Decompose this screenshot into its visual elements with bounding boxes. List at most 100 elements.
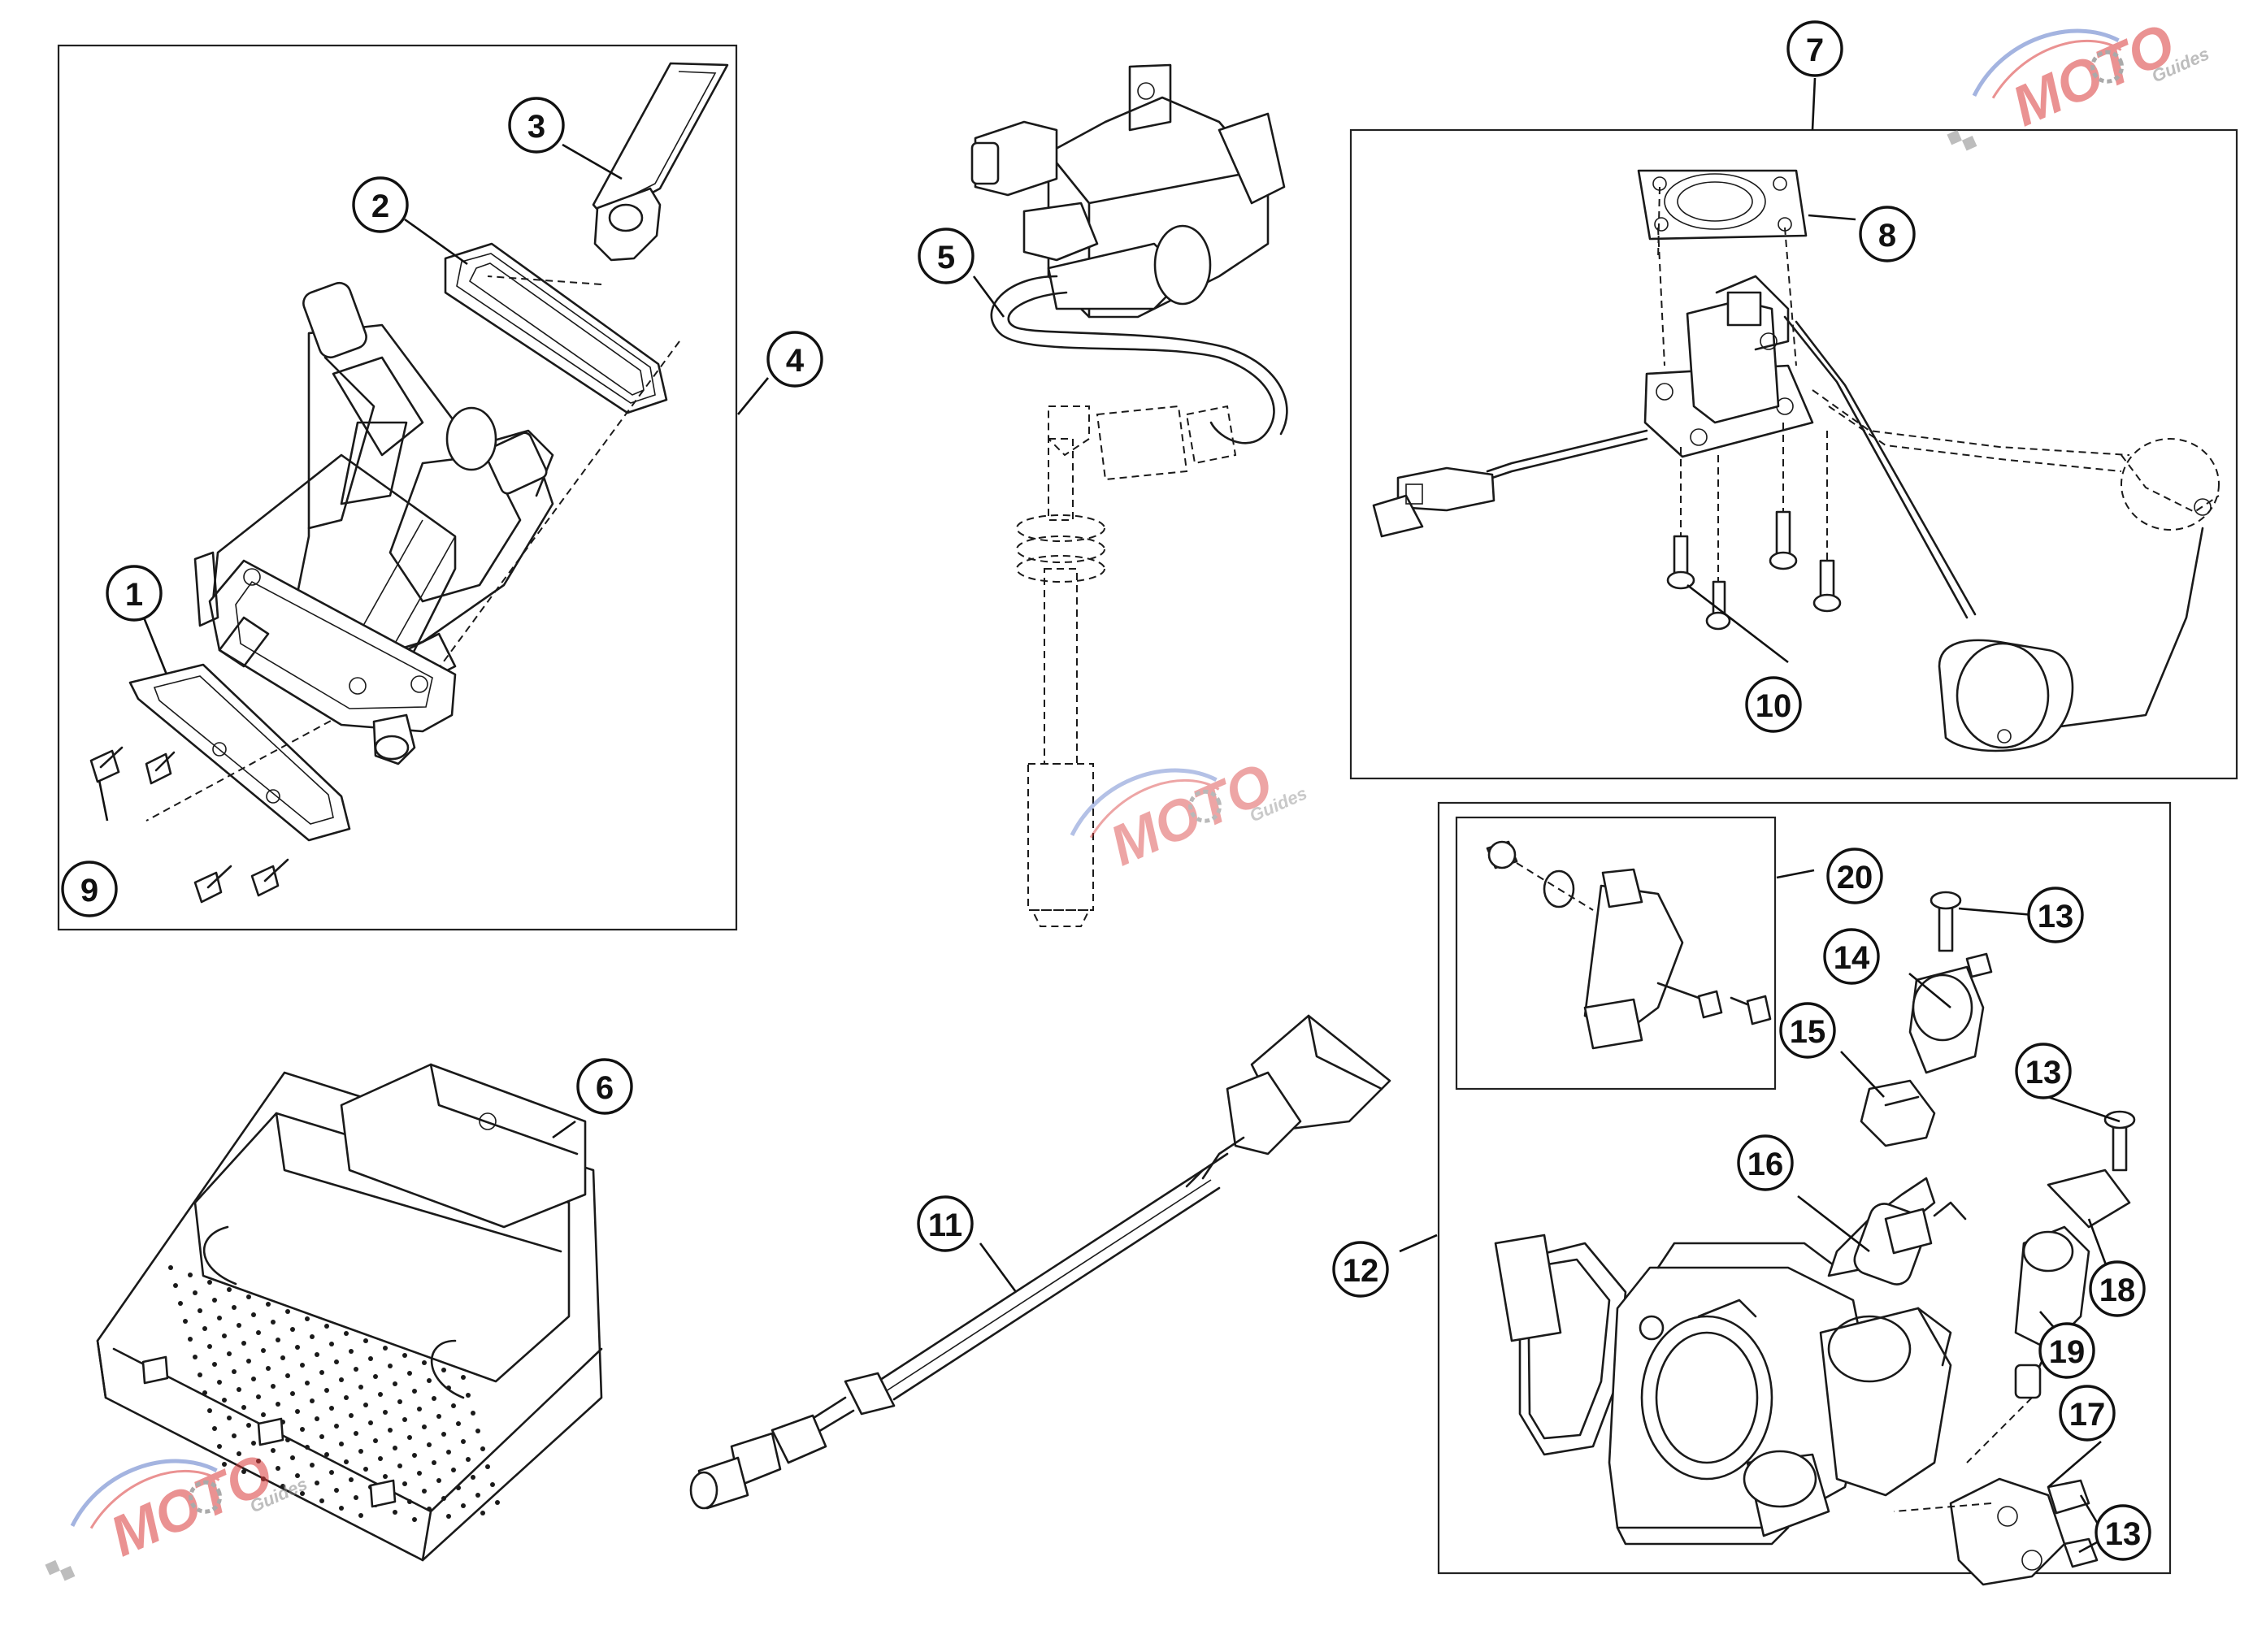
vent-hole	[422, 1489, 427, 1494]
vent-hole	[300, 1427, 305, 1432]
vent-hole	[485, 1464, 490, 1469]
vent-hole	[222, 1398, 227, 1403]
vent-hole	[383, 1346, 388, 1351]
callout-4: 4	[766, 331, 823, 388]
vent-hole	[295, 1409, 300, 1414]
vent-hole	[422, 1360, 427, 1365]
vent-hole	[349, 1413, 354, 1418]
vent-hole	[432, 1460, 436, 1465]
vent-hole	[251, 1377, 256, 1381]
vent-hole	[441, 1368, 446, 1372]
vent-hole	[368, 1420, 373, 1425]
vent-hole	[276, 1402, 280, 1407]
vent-hole	[329, 1342, 334, 1346]
vent-hole	[329, 1406, 334, 1411]
vent-hole	[446, 1385, 451, 1390]
vent-hole	[222, 1333, 227, 1338]
vent-hole	[237, 1387, 241, 1392]
callout-12: 12	[1332, 1241, 1389, 1298]
vent-hole	[344, 1331, 349, 1336]
vent-hole	[358, 1449, 363, 1454]
vent-hole	[212, 1298, 217, 1303]
vent-hole	[363, 1467, 368, 1472]
vent-hole	[266, 1302, 271, 1307]
group-frame-throttle-body	[1437, 801, 2172, 1575]
vent-hole	[427, 1378, 432, 1383]
callout-16: 16	[1737, 1134, 1794, 1191]
vent-hole	[168, 1265, 173, 1270]
group-frame-throttle-sensor	[1455, 816, 1777, 1090]
callout-2: 2	[352, 176, 409, 233]
vent-hole	[319, 1434, 324, 1439]
vent-hole	[480, 1511, 485, 1515]
vent-hole	[383, 1474, 388, 1479]
vent-hole	[480, 1446, 485, 1451]
vent-hole	[241, 1341, 246, 1346]
vent-hole	[471, 1411, 475, 1416]
vent-hole	[412, 1389, 417, 1394]
vent-hole	[207, 1280, 212, 1285]
svg-text:13: 13	[2025, 1055, 2062, 1090]
vent-hole	[461, 1375, 466, 1380]
svg-text:16: 16	[1747, 1147, 1784, 1182]
vent-hole	[276, 1338, 280, 1342]
vent-hole	[241, 1405, 246, 1410]
vent-hole	[378, 1456, 383, 1461]
vent-hole	[237, 1451, 241, 1456]
vent-hole	[407, 1435, 412, 1440]
screws-9	[89, 746, 289, 904]
vent-hole	[446, 1450, 451, 1455]
vent-hole	[388, 1428, 393, 1433]
vent-hole	[354, 1367, 358, 1372]
vent-hole	[305, 1381, 310, 1385]
vent-hole	[276, 1466, 280, 1471]
vent-hole	[310, 1463, 315, 1468]
svg-text:5: 5	[937, 240, 955, 275]
callout-17: 17	[2059, 1385, 2116, 1442]
vent-hole	[251, 1312, 256, 1317]
vent-hole	[363, 1403, 368, 1407]
vent-hole	[339, 1377, 344, 1382]
svg-text:4: 4	[786, 343, 805, 379]
vent-hole	[212, 1426, 217, 1431]
callout-10: 10	[1745, 676, 1802, 733]
vent-hole	[212, 1362, 217, 1367]
throttle-body	[1494, 891, 2136, 1586]
vent-hole	[310, 1334, 315, 1339]
leader-lines	[98, 77, 2121, 1554]
vent-hole	[271, 1320, 276, 1325]
vent-hole	[261, 1476, 266, 1481]
vent-hole	[207, 1344, 212, 1349]
callout-18: 18	[2089, 1260, 2146, 1317]
vent-hole	[202, 1390, 207, 1395]
vent-hole	[246, 1359, 251, 1364]
vent-hole	[324, 1388, 329, 1393]
svg-text:20: 20	[1837, 860, 1873, 895]
vent-hole	[339, 1506, 344, 1511]
ecu-vent-holes	[168, 1265, 500, 1522]
vent-hole	[422, 1424, 427, 1429]
vent-hole	[319, 1370, 324, 1375]
vent-hole	[290, 1455, 295, 1460]
vent-hole	[305, 1445, 310, 1450]
vent-hole	[461, 1503, 466, 1508]
vent-hole	[285, 1309, 290, 1314]
vent-hole	[261, 1412, 266, 1417]
vent-hole	[349, 1349, 354, 1354]
vent-hole	[256, 1394, 261, 1399]
vent-hole	[334, 1488, 339, 1493]
vent-hole	[466, 1393, 471, 1398]
vent-hole	[222, 1462, 227, 1467]
vent-hole	[173, 1283, 178, 1288]
svg-text:6: 6	[596, 1070, 614, 1106]
vent-hole	[456, 1485, 461, 1490]
vent-hole	[256, 1459, 261, 1463]
vent-hole	[436, 1414, 441, 1419]
vent-hole	[393, 1446, 397, 1450]
vent-hole	[241, 1469, 246, 1474]
vent-hole	[193, 1355, 198, 1359]
vent-hole	[368, 1356, 373, 1361]
vent-hole	[349, 1477, 354, 1482]
vent-hole	[344, 1459, 349, 1464]
svg-text:19: 19	[2049, 1334, 2086, 1370]
